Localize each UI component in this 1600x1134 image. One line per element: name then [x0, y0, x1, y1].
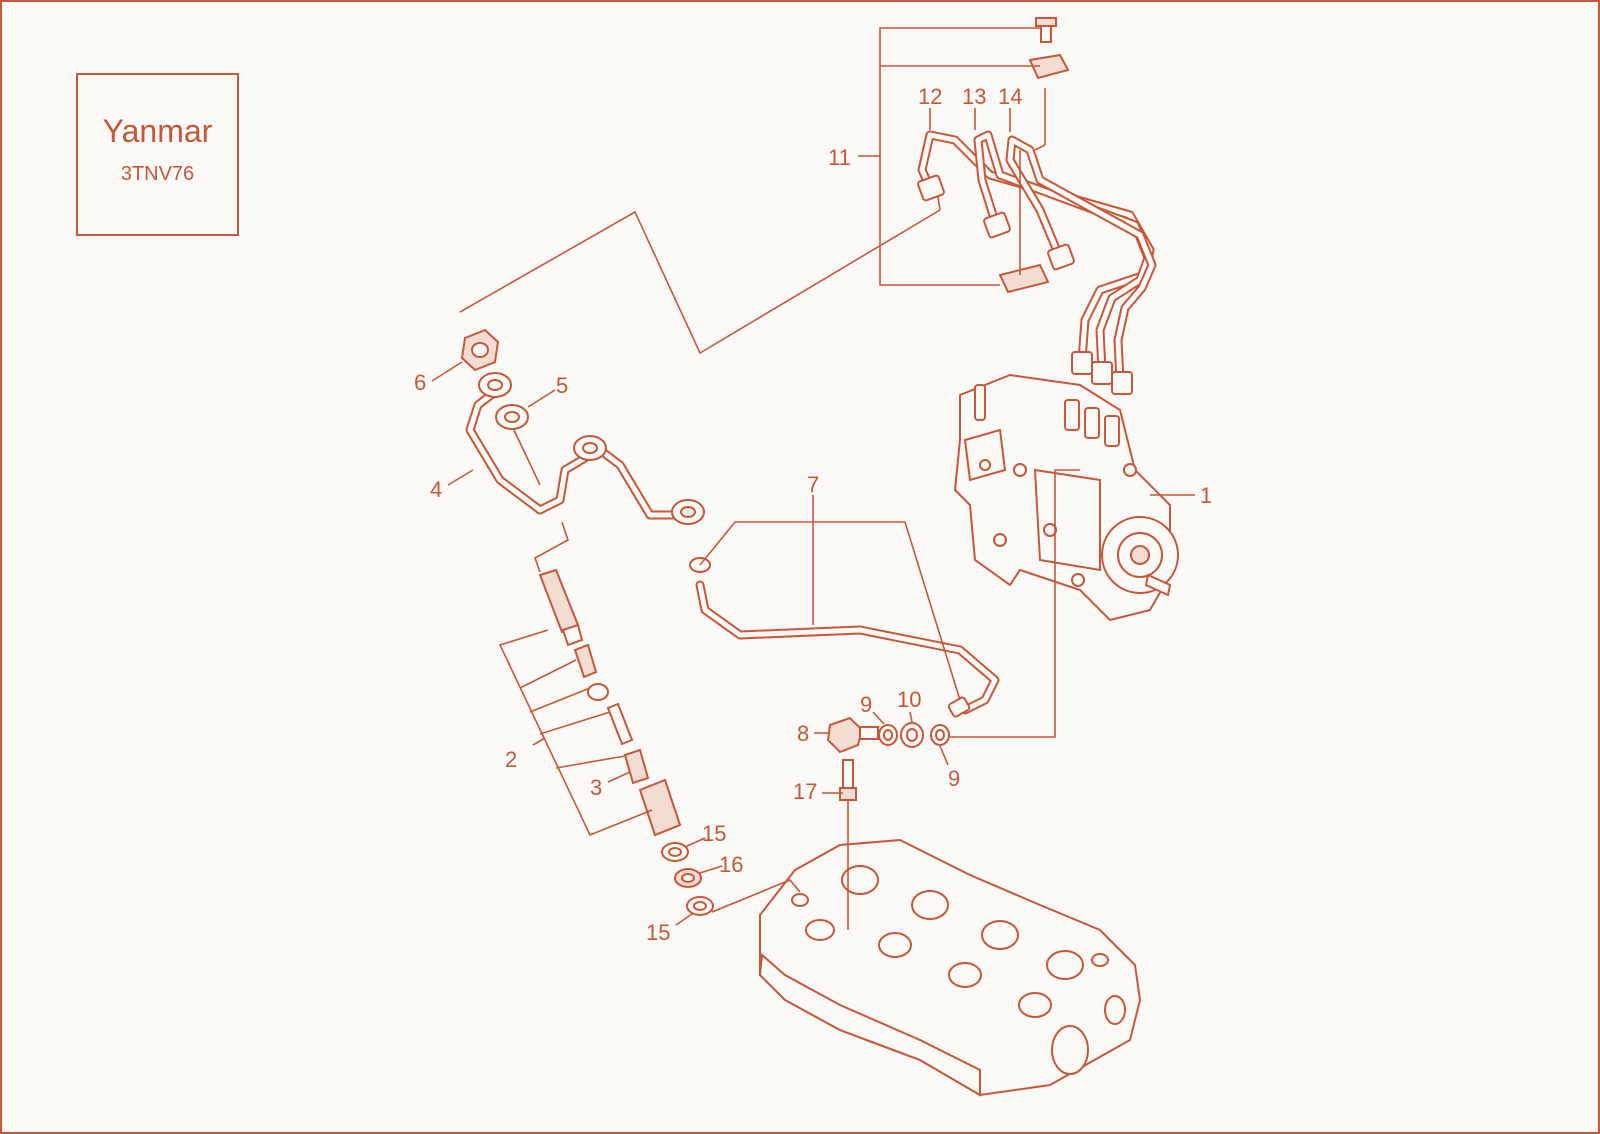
callout-14: 14 [998, 84, 1022, 109]
injection-pump [953, 373, 1179, 622]
callout-1: 1 [1200, 483, 1212, 508]
callout-9-upper: 9 [860, 692, 872, 717]
cylinder-head [758, 838, 1142, 1097]
callout-11: 11 [828, 145, 851, 170]
callout-3: 3 [590, 775, 602, 800]
callout-5: 5 [556, 373, 568, 398]
callout-17: 17 [793, 779, 817, 804]
callout-6: 6 [414, 370, 426, 395]
return-hose [689, 557, 1000, 718]
leak-off-pipe [460, 328, 705, 525]
model-name: 3TNV76 [120, 163, 195, 185]
callouts: 1 2 3 4 5 6 7 8 9 9 10 11 12 13 14 15 15… [414, 84, 1212, 945]
callout-10: 10 [897, 687, 921, 712]
callout-8: 8 [797, 721, 809, 746]
injector-assembly [538, 568, 714, 916]
leader-lines [431, 27, 1195, 930]
callout-16: 16 [719, 852, 743, 877]
title-box: Yanmar 3TNV76 [76, 73, 239, 236]
callout-12: 12 [918, 84, 942, 109]
callout-4: 4 [430, 477, 442, 502]
callout-15-lower: 15 [646, 920, 670, 945]
callout-15-upper: 15 [702, 821, 726, 846]
callout-2: 2 [505, 747, 517, 772]
callout-7: 7 [807, 472, 819, 497]
banjo-fittings [826, 716, 950, 801]
callout-13: 13 [962, 84, 986, 109]
callout-9-lower: 9 [948, 766, 960, 791]
brand-name: Yanmar [102, 113, 213, 149]
injection-pipes [917, 17, 1157, 395]
